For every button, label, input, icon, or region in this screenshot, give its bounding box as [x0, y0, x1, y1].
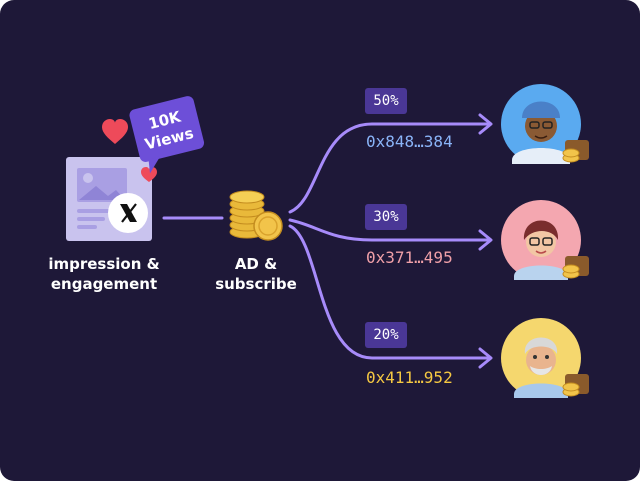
middle-label: AD & subscribe [206, 254, 306, 294]
source-label-line1: impression & [48, 255, 160, 273]
middle-label-line2: subscribe [215, 275, 297, 293]
avatar-1 [501, 84, 589, 164]
branch-line-3 [288, 224, 492, 360]
arrowhead-2 [478, 229, 493, 251]
source-label: impression & engagement [40, 254, 168, 294]
avatar-2 [501, 200, 589, 280]
share-percent-3: 20% [365, 322, 407, 348]
x-logo-icon [108, 193, 148, 233]
source-label-line2: engagement [50, 275, 158, 293]
share-percent-2: 30% [365, 204, 407, 230]
heart-icon-large [102, 119, 128, 144]
coins-icon [229, 190, 283, 241]
wallet-icon-2 [562, 256, 589, 279]
middle-label-line1: AD & [234, 255, 278, 273]
wallet-icon-3 [562, 374, 589, 397]
branch-line-1 [288, 122, 492, 214]
wallet-address-1: 0x848…384 [366, 132, 453, 151]
branch-line-2 [288, 218, 492, 242]
views-badge: 10K Views [129, 96, 205, 174]
wallet-address-3: 0x411…952 [366, 368, 453, 387]
wallet-icon-1 [562, 140, 589, 163]
avatar-3 [501, 318, 589, 398]
arrowhead-1 [478, 113, 493, 135]
wallet-address-2: 0x371…495 [366, 248, 453, 267]
share-percent-1: 50% [365, 88, 407, 114]
arrowhead-3 [478, 347, 493, 369]
heart-icon-small [141, 167, 157, 182]
